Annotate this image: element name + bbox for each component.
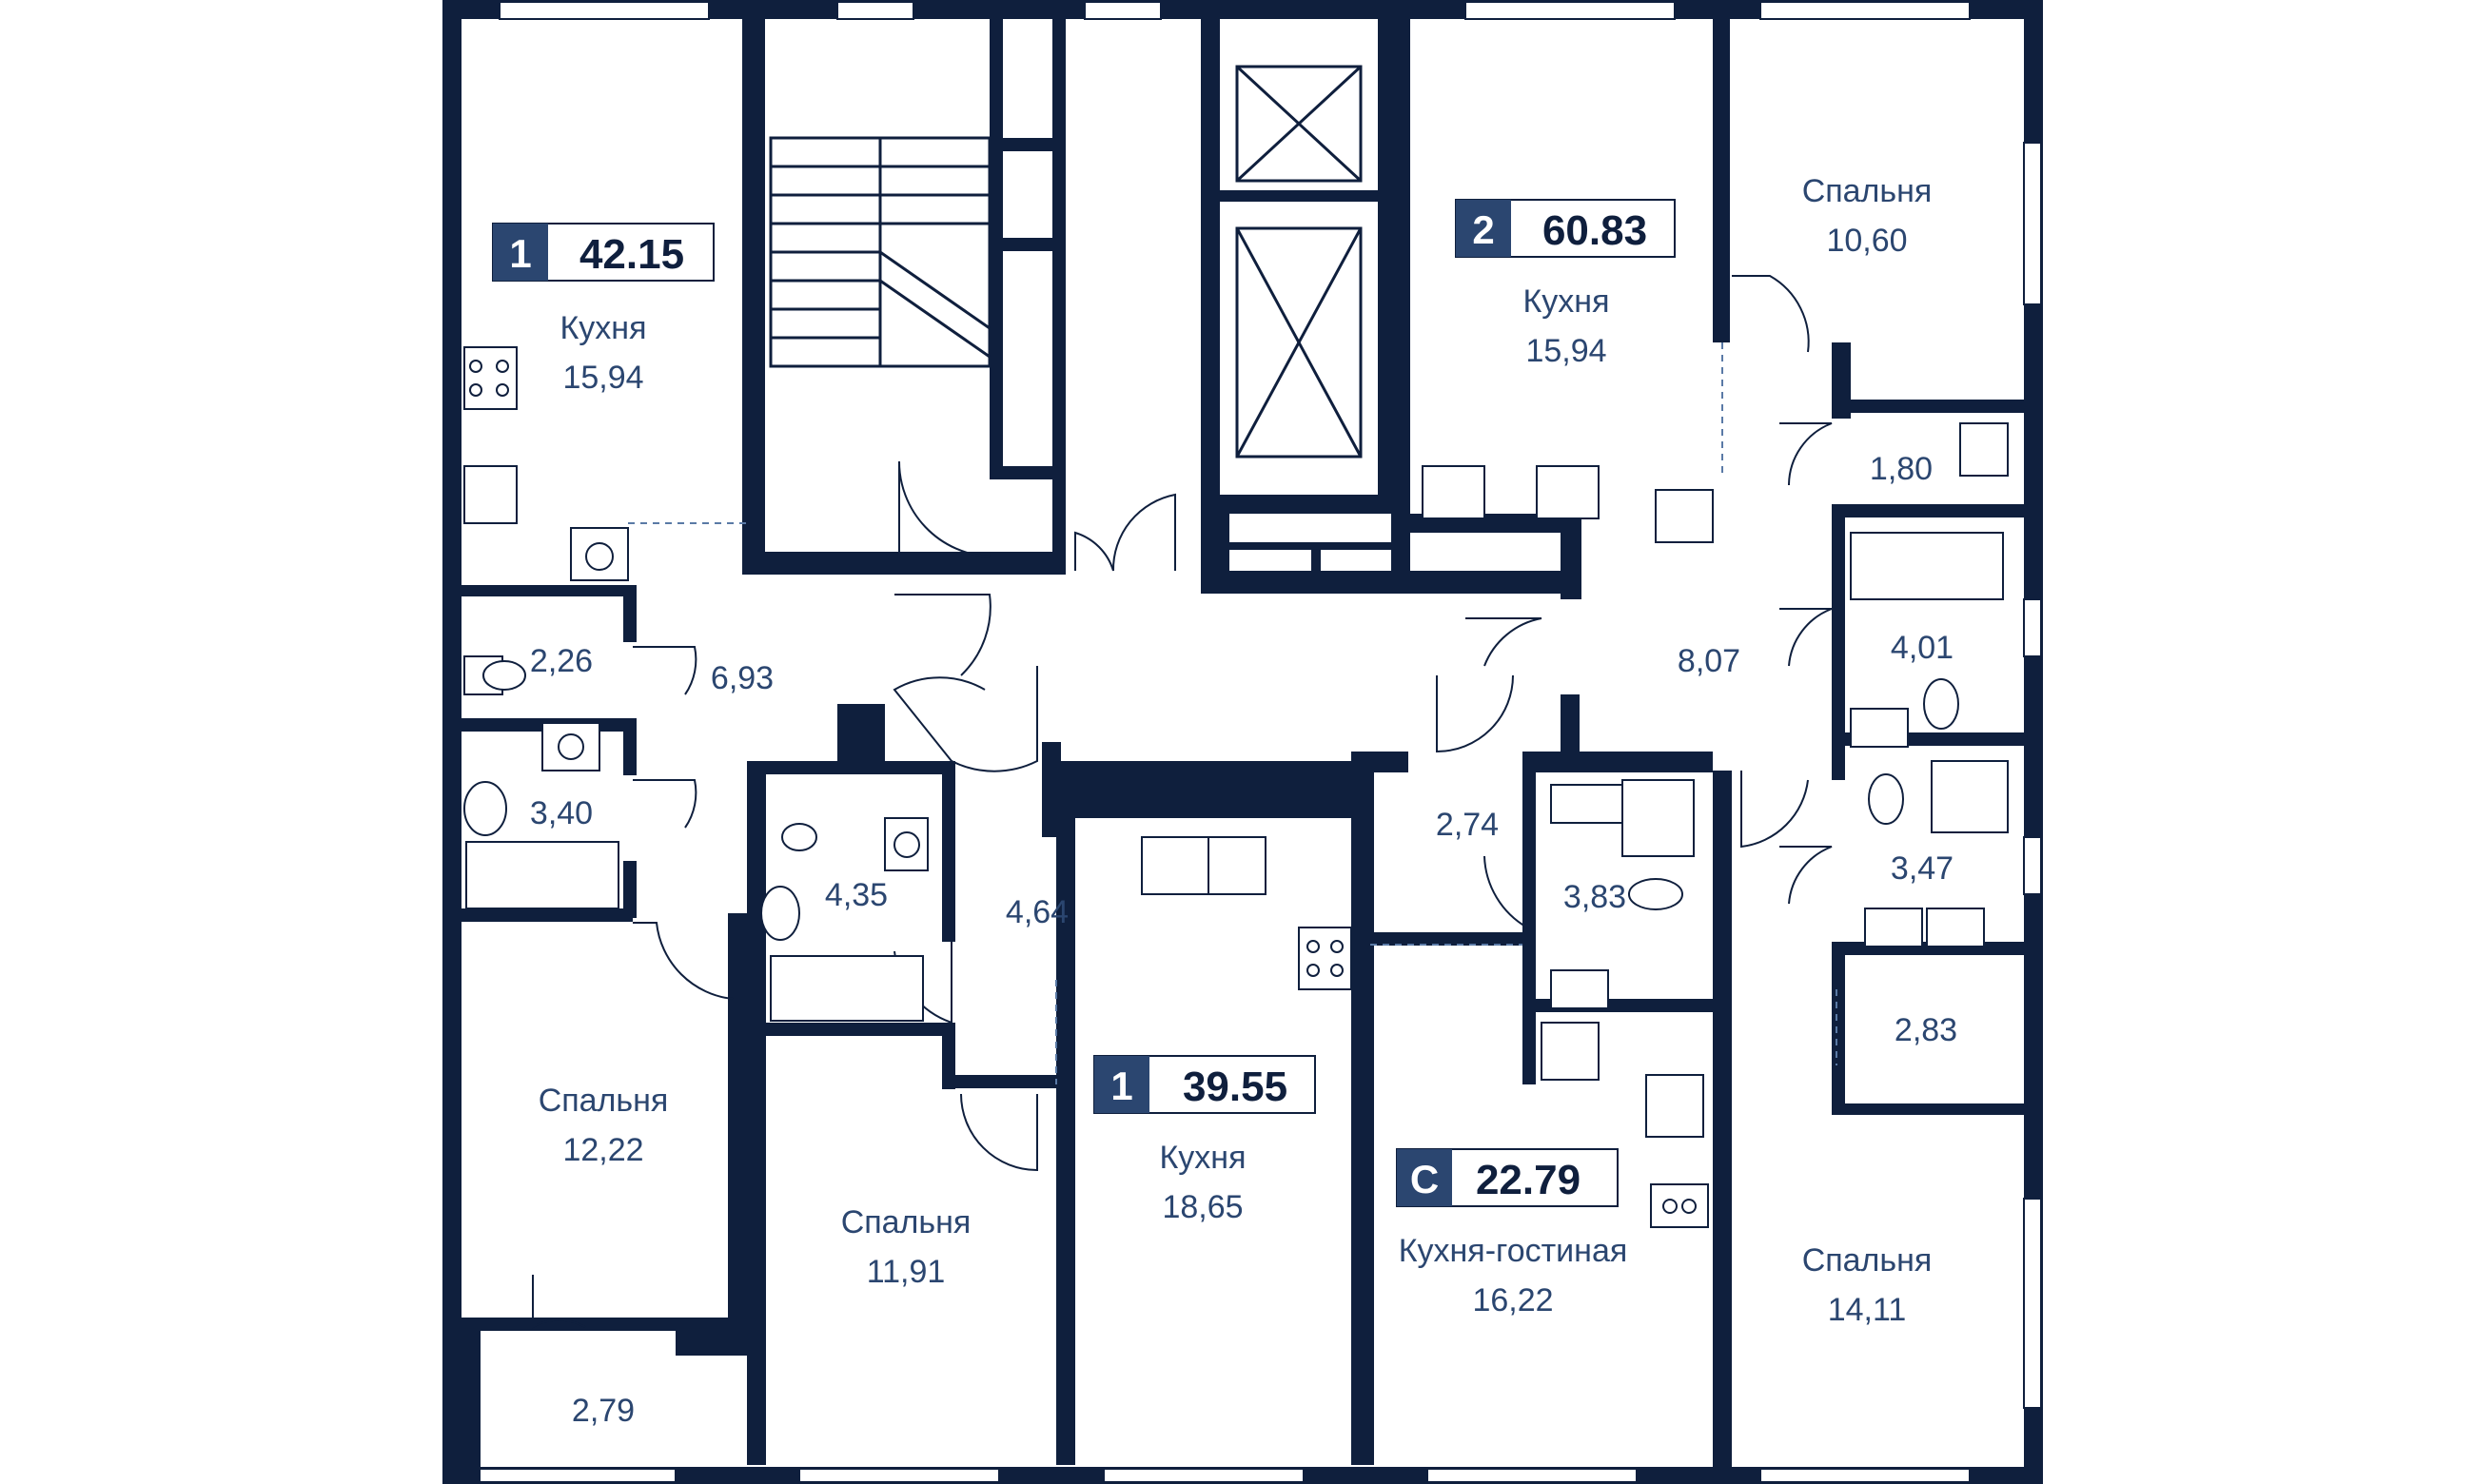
zone-separators — [628, 342, 1837, 1084]
apartment-area: 22.79 — [1476, 1157, 1581, 1203]
apartment-rooms: 2 — [1472, 207, 1494, 252]
room-area: 2,26 — [530, 643, 593, 679]
room-area: 8,07 — [1678, 643, 1740, 679]
room-name: Кухня-гостиная — [1399, 1233, 1628, 1269]
room-area: 15,94 — [562, 360, 643, 396]
room-area: 14,11 — [1828, 1292, 1907, 1328]
room-area: 18,65 — [1162, 1189, 1243, 1225]
room-area: 4,01 — [1891, 630, 1954, 666]
room-area: 4,35 — [825, 877, 888, 913]
room-area: 11,91 — [867, 1254, 946, 1290]
room-labels: Кухня 15,94 2,26 6,93 3,40 Спальня 12,22… — [530, 173, 1957, 1429]
fixtures — [463, 346, 2009, 1228]
apartment-rooms: 1 — [509, 231, 531, 276]
room-area: 2,74 — [1436, 807, 1499, 843]
apartment-badge: 2 60.83 — [1455, 199, 1676, 258]
apartment-rooms: 1 — [1110, 1064, 1132, 1108]
apartment-badge: 1 42.15 — [492, 223, 715, 282]
apartment-badge: С 22.79 — [1396, 1148, 1619, 1207]
room-name: Спальня — [841, 1204, 972, 1240]
interior-walls — [461, 19, 2024, 1484]
room-name: Кухня — [1523, 283, 1610, 320]
room-name: Спальня — [1802, 173, 1933, 209]
room-area: 10,60 — [1826, 223, 1907, 259]
room-area: 3,47 — [1891, 850, 1954, 887]
room-name: Кухня — [1160, 1140, 1247, 1176]
room-area: 6,93 — [711, 660, 774, 696]
staircase — [769, 136, 992, 368]
apartment-area: 39.55 — [1183, 1064, 1287, 1110]
windows — [475, 1, 2042, 1483]
room-area: 2,83 — [1895, 1012, 1957, 1048]
apartment-area: 60.83 — [1542, 207, 1647, 254]
room-name: Спальня — [539, 1083, 669, 1119]
room-area: 15,94 — [1525, 333, 1606, 369]
room-area: 16,22 — [1472, 1282, 1553, 1318]
room-name: Кухня — [560, 310, 647, 346]
room-name: Спальня — [1802, 1242, 1933, 1279]
elevators — [1235, 65, 1363, 459]
room-area: 4,64 — [1006, 894, 1069, 930]
apartment-badge: 1 39.55 — [1093, 1055, 1316, 1114]
room-area: 3,40 — [530, 795, 593, 831]
room-area: 12,22 — [562, 1132, 643, 1168]
doors — [532, 275, 1833, 1329]
room-area: 1,80 — [1870, 451, 1933, 487]
room-area: 2,79 — [572, 1393, 635, 1429]
room-area: 3,83 — [1563, 879, 1626, 915]
apartment-rooms: С — [1410, 1157, 1439, 1201]
apartment-area: 42.15 — [579, 231, 684, 278]
